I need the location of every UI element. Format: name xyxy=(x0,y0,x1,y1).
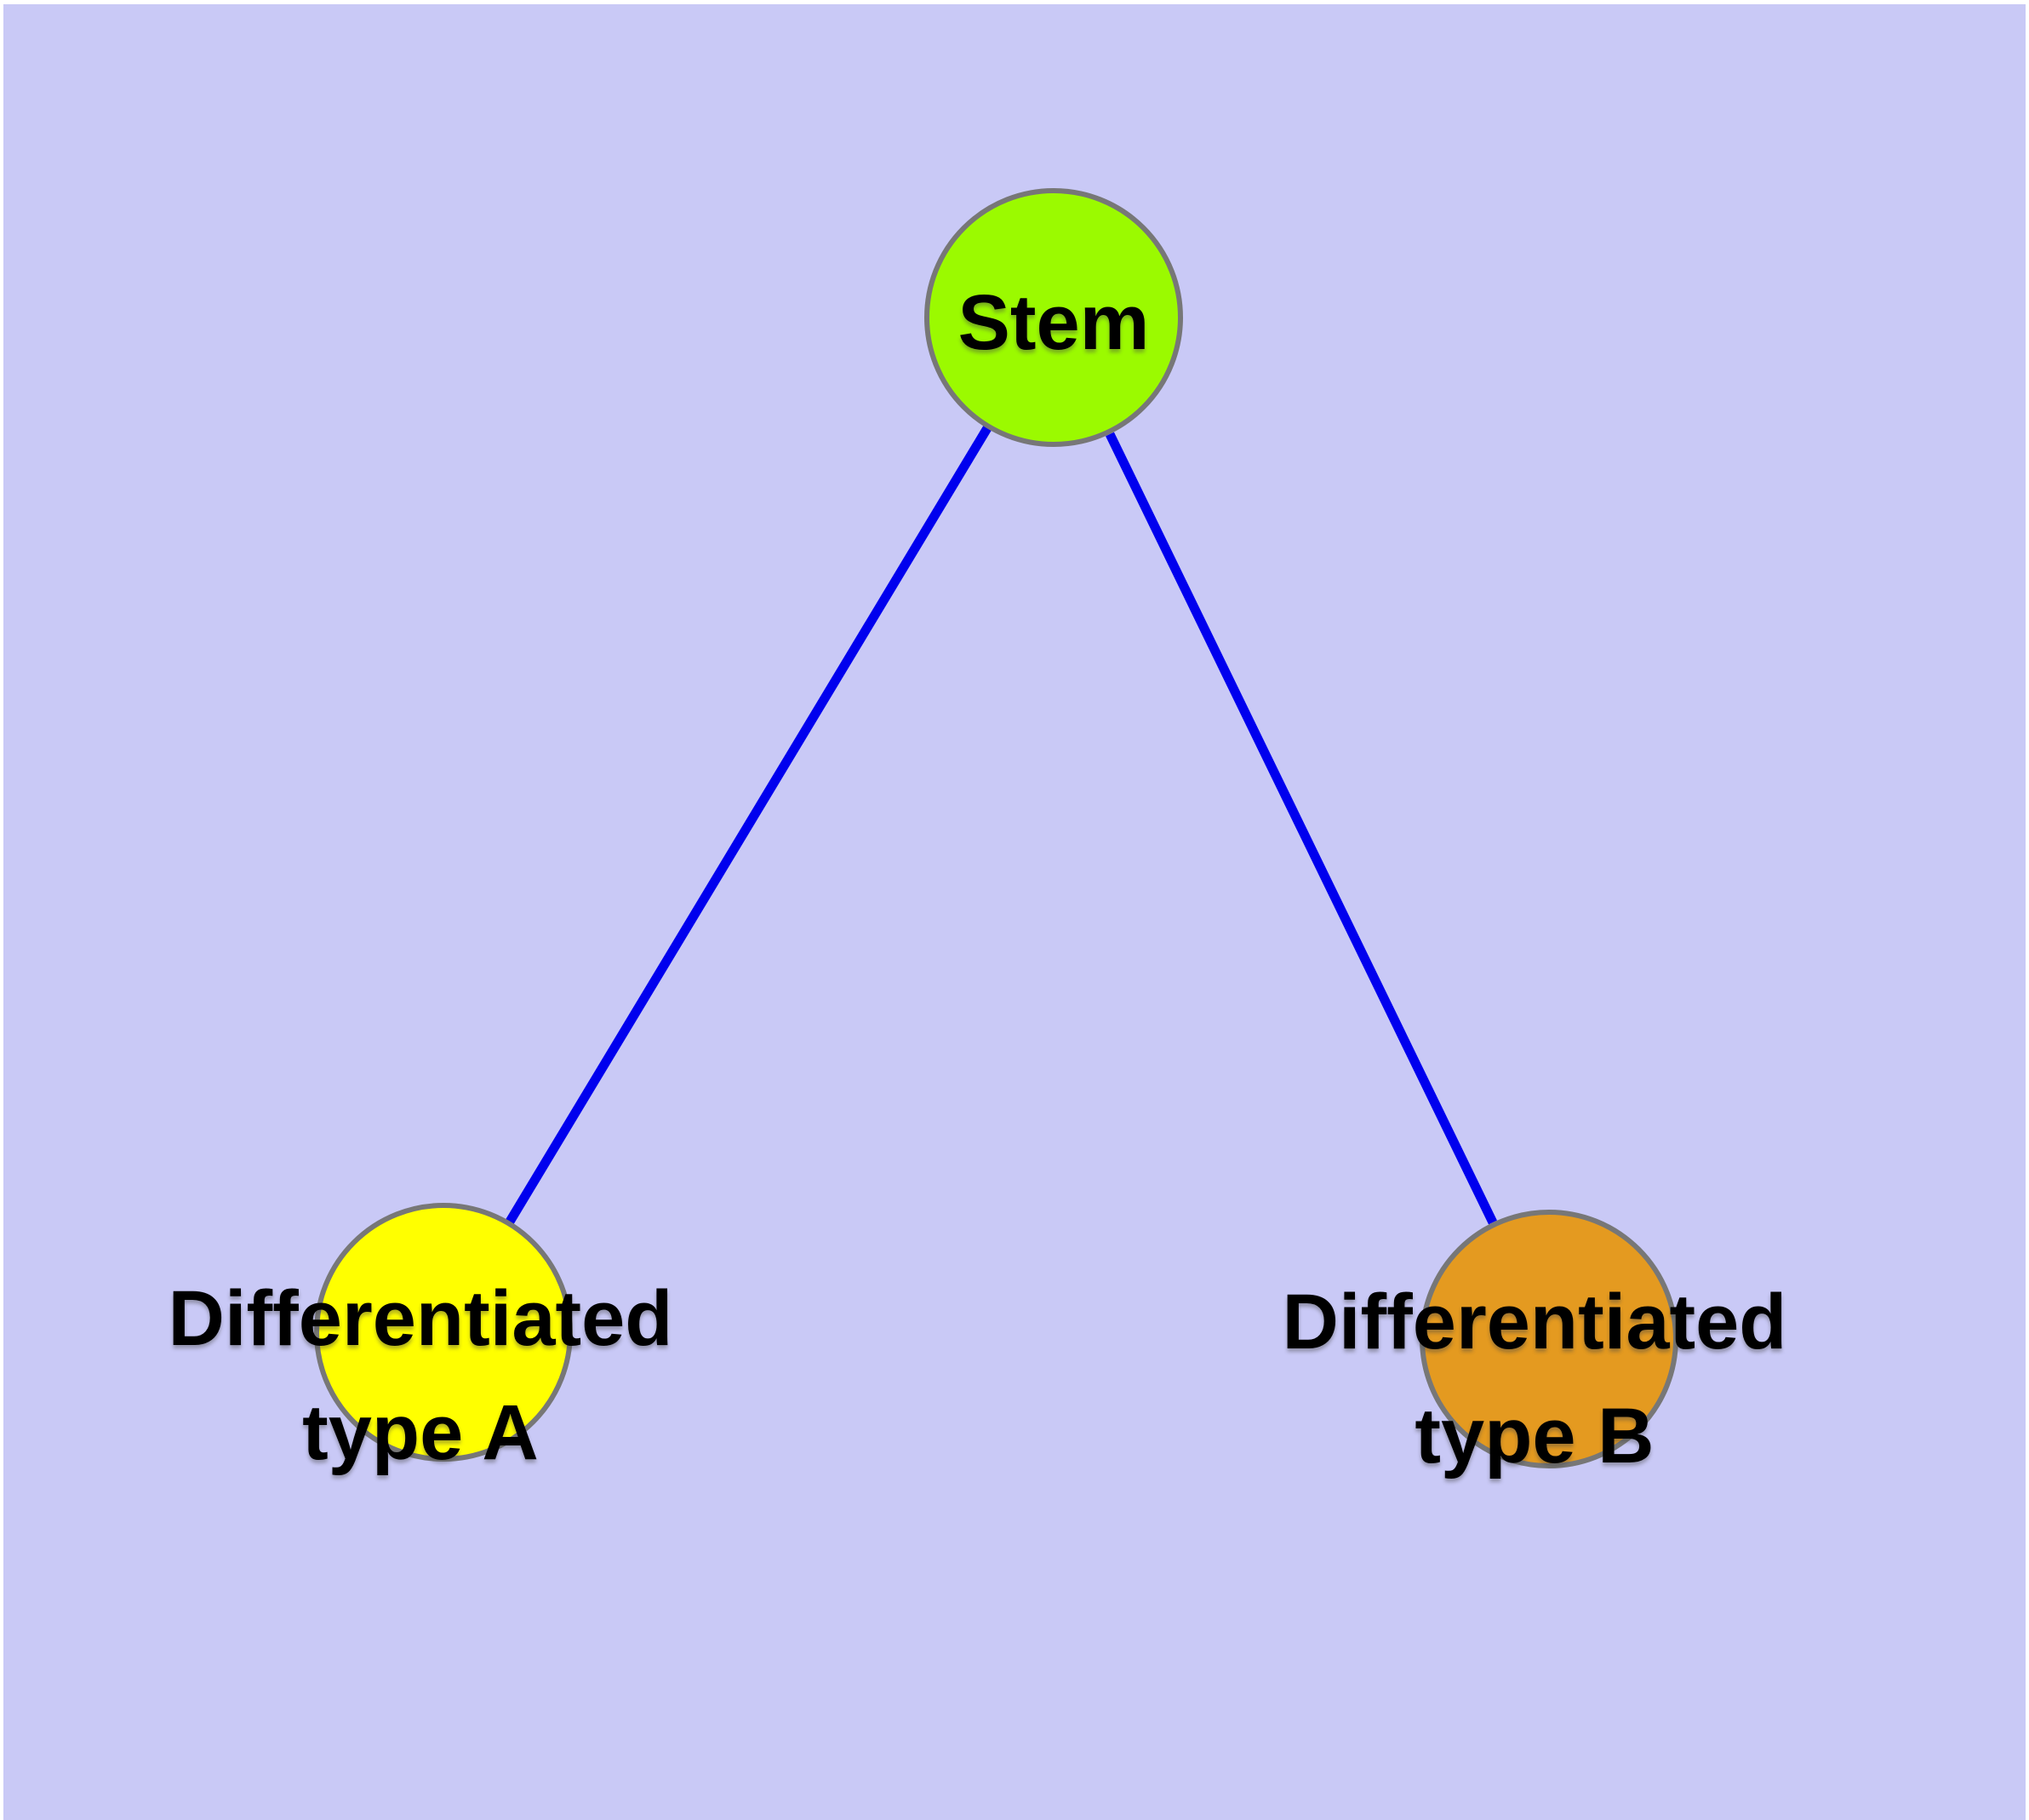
node-type-a-label-line-1: Differentiated xyxy=(168,1275,673,1362)
node-type-a-label: Differentiated type A xyxy=(169,1262,673,1490)
node-type-b-label: Differentiated type B xyxy=(1283,1265,1787,1493)
node-type-b-label-line-1: Differentiated xyxy=(1282,1279,1787,1365)
edge-stem-to-type-a xyxy=(506,426,992,1224)
node-type-a-label-line-2: type A xyxy=(302,1389,539,1476)
node-differentiated-type-a xyxy=(314,1203,573,1462)
node-stem-label: Stem xyxy=(957,279,1150,366)
edge-stem-to-type-b xyxy=(1106,432,1497,1225)
node-stem xyxy=(924,188,1183,447)
node-type-b-label-line-2: type B xyxy=(1415,1393,1655,1479)
node-differentiated-type-b xyxy=(1420,1210,1678,1468)
